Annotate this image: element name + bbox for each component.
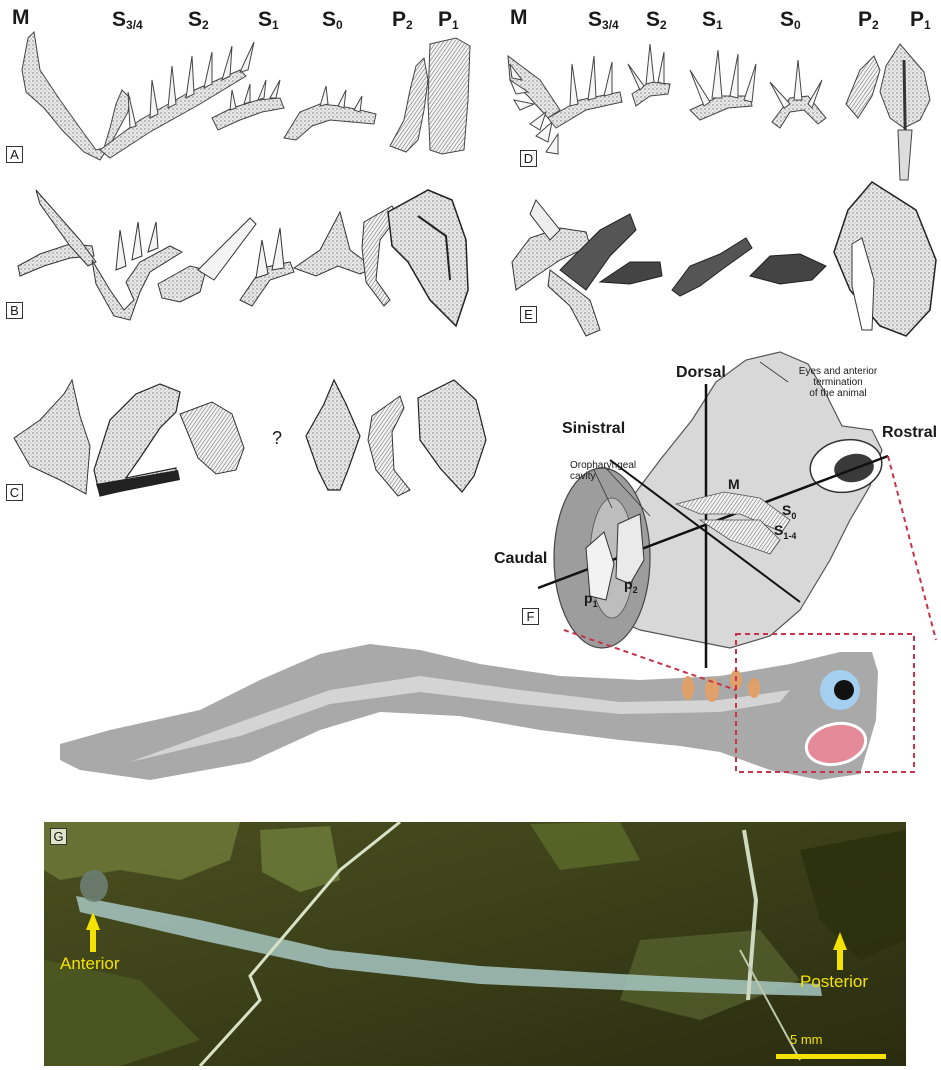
label-caudal: Caudal <box>494 550 547 568</box>
panel-c-s0-element <box>306 380 360 490</box>
animal-silhouette <box>60 644 878 780</box>
panel-c-unknown-mark: ? <box>272 428 282 449</box>
panel-label-e: E <box>520 306 537 323</box>
panel-c-elements <box>14 380 486 496</box>
label-scale: 5 mm <box>790 1032 823 1047</box>
panel-b-elements <box>18 190 468 326</box>
label-sinistral: Sinistral <box>562 420 625 438</box>
label-rostral: Rostral <box>882 424 937 442</box>
panel-e-elements <box>512 182 936 336</box>
panel-d-elements <box>508 44 930 180</box>
panel-g-photo <box>44 822 906 1066</box>
panel-e-s2-element <box>600 262 662 284</box>
animal-eye-pupil <box>834 680 854 700</box>
label-anterior: Anterior <box>60 954 120 974</box>
label-m: M <box>728 476 740 492</box>
scale-bar <box>776 1054 886 1059</box>
panel-a-s0-element <box>284 104 376 140</box>
panel-label-d: D <box>520 150 537 167</box>
panel-b-s2-element <box>158 266 206 302</box>
panel-b-p1-element <box>388 190 468 326</box>
label-p2: p2 <box>624 576 638 595</box>
panel-c-m-element <box>14 380 90 494</box>
label-p1: p1 <box>584 590 598 609</box>
panel-e-p1-element <box>834 182 936 336</box>
panel-a-p1-element <box>428 38 470 154</box>
panel-d-p2-element <box>846 56 880 118</box>
panel-d-s1-element <box>690 96 752 120</box>
label-s0: S0 <box>782 502 796 521</box>
panel-e-s0-element <box>750 254 826 284</box>
panel-a-elements <box>22 32 470 160</box>
panel-label-f: F <box>522 608 539 625</box>
label-eyes-note: Eyes and anterior termination of the ani… <box>788 366 888 399</box>
label-oropharyngeal-cavity: Oropharyngeal cavity <box>570 460 636 482</box>
panel-label-a: A <box>6 146 23 163</box>
label-s1-4: S1-4 <box>774 522 796 541</box>
panel-c-p2-element <box>368 396 410 496</box>
panel-c-s2-element <box>180 402 244 474</box>
animal-gonad-4 <box>748 678 760 698</box>
panel-label-b: B <box>6 302 23 319</box>
animal-gonad-1 <box>682 676 694 700</box>
panel-c-p1-element <box>418 380 486 492</box>
animal-body <box>60 644 878 780</box>
label-posterior: Posterior <box>800 972 868 992</box>
panel-label-c: C <box>6 484 23 501</box>
panel-a-p2-element <box>390 58 428 152</box>
label-dorsal: Dorsal <box>676 364 726 382</box>
panel-label-g: G <box>50 828 67 845</box>
panel-e-s1-element <box>672 238 752 296</box>
panel-f-diagram <box>538 352 888 668</box>
